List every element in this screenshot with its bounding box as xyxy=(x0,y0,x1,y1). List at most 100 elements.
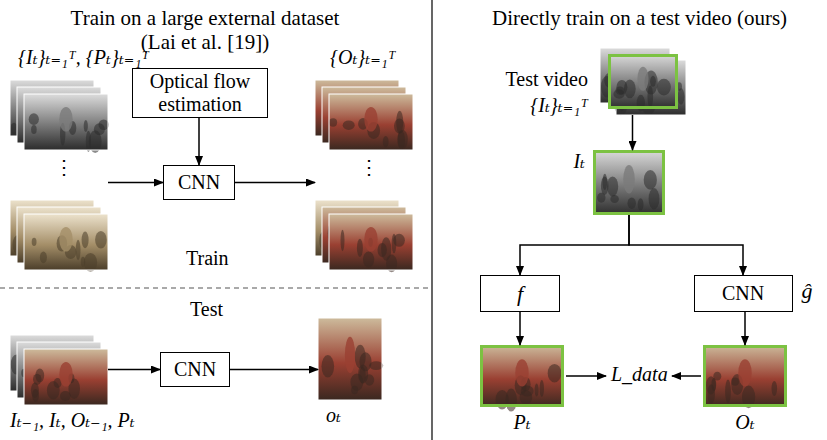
panel-heading: Directly train on a test video (ours) xyxy=(492,6,787,30)
photo-figure xyxy=(31,125,37,134)
cnn-box: CNN xyxy=(163,165,235,200)
photo-figure xyxy=(725,380,731,404)
photo-figure xyxy=(59,362,72,387)
photo-figure xyxy=(84,120,88,132)
box-label: Optical flow estimation xyxy=(139,70,261,116)
photo-figure xyxy=(398,130,405,149)
photo-figure xyxy=(357,239,363,257)
phase-label: Train xyxy=(186,247,229,270)
green-frame xyxy=(610,56,677,108)
flow-arrow xyxy=(632,115,634,150)
frame-edge xyxy=(24,214,108,270)
video-stack: Test video{Iₜ}ₜ₌₁ᵀ xyxy=(600,48,686,115)
photo-figure xyxy=(363,252,374,268)
photo-frame xyxy=(480,345,564,412)
photo-figure xyxy=(616,87,625,95)
function-box: f xyxy=(480,275,560,312)
flow-arrow xyxy=(519,312,521,345)
photo-figure xyxy=(515,359,528,386)
photo-frame xyxy=(329,94,413,150)
cnn-box: CNN xyxy=(160,352,230,387)
photo-frame xyxy=(703,345,787,408)
box-label: f xyxy=(517,281,523,306)
photo-figure xyxy=(351,386,358,394)
phase-label: Test xyxy=(190,298,223,321)
frame-edge xyxy=(318,318,382,400)
photo-figure xyxy=(540,380,544,397)
photo-figure xyxy=(343,120,355,130)
photo-figure xyxy=(60,391,71,401)
green-frame xyxy=(595,152,664,214)
loss-label: L_data xyxy=(611,363,668,386)
divider-line xyxy=(431,0,432,440)
photo-figure xyxy=(772,381,778,396)
flow-arrow xyxy=(235,182,315,184)
node-caption: {Iₜ}ₜ₌₁ᵀ, {Pₜ}ₜ₌₁ᵀ xyxy=(18,46,149,69)
ellipsis-mark: ⋮ xyxy=(54,156,74,179)
process-box: Optical flow estimation xyxy=(132,68,268,118)
node-caption: Iₜ xyxy=(573,150,585,173)
photo-figure xyxy=(638,198,644,210)
green-frame xyxy=(482,347,563,406)
photo-frame xyxy=(329,214,413,272)
photo-figure xyxy=(84,253,97,272)
photo-figure xyxy=(76,240,81,260)
frame-image: Oₜ xyxy=(703,345,787,407)
frame-edge xyxy=(24,94,108,150)
photo-figure xyxy=(378,243,387,257)
box-label: CNN xyxy=(174,358,216,381)
frame-edge xyxy=(329,214,413,270)
photo-ground xyxy=(593,150,665,215)
photo-figure xyxy=(649,188,660,209)
loss-arrow xyxy=(672,375,701,377)
photo-figure xyxy=(99,120,109,130)
photo-figure xyxy=(364,107,377,132)
photo-ground xyxy=(24,349,108,405)
photo-ground xyxy=(318,318,382,400)
flow-arrow xyxy=(520,215,629,275)
box-label: CNN xyxy=(178,171,220,194)
photo-figure xyxy=(345,337,355,373)
photo-figure xyxy=(678,88,685,104)
green-frame xyxy=(705,347,786,406)
photo-figure xyxy=(11,123,18,134)
node-caption: Test video xyxy=(506,68,588,91)
frame-edge xyxy=(24,349,108,405)
flow-arrow xyxy=(629,215,743,275)
photo-figure xyxy=(40,252,47,264)
photo-figure xyxy=(81,257,85,267)
photo-frame xyxy=(608,54,678,112)
photo-figure xyxy=(628,198,636,209)
photo-figure xyxy=(95,231,107,249)
photo-figure xyxy=(33,374,41,385)
flow-arrow xyxy=(108,369,160,371)
panel-heading: Train on a large external dataset (Lai e… xyxy=(60,6,350,54)
frame-edge xyxy=(329,94,413,150)
photo-figure xyxy=(365,374,375,385)
ellipsis-mark: ⋮ xyxy=(359,156,379,179)
photo-figure xyxy=(616,80,627,95)
photo-figure xyxy=(59,227,72,252)
photo-frame xyxy=(593,150,665,215)
photo-figure xyxy=(82,232,89,249)
photo-figure xyxy=(329,118,337,126)
flow-arrow xyxy=(198,118,200,165)
box-label: CNN xyxy=(722,282,764,305)
photo-ground xyxy=(480,345,564,407)
photo-figure xyxy=(393,234,405,247)
photo-figure xyxy=(32,389,39,402)
flow-arrow xyxy=(230,369,318,371)
photo-frame xyxy=(24,349,108,405)
node-caption: {Iₜ}ₜ₌₁ᵀ xyxy=(530,94,588,117)
photo-figure xyxy=(657,79,671,96)
photo-figure xyxy=(548,364,562,383)
photo-figure xyxy=(713,372,721,381)
photo-figure xyxy=(396,111,403,134)
photo-figure xyxy=(322,355,335,377)
photo-figure xyxy=(32,238,37,246)
frame-image: Iₜ xyxy=(593,150,665,215)
photo-figure xyxy=(648,86,654,108)
photo-figure xyxy=(535,384,539,397)
node-caption: Oₜ xyxy=(703,411,787,434)
